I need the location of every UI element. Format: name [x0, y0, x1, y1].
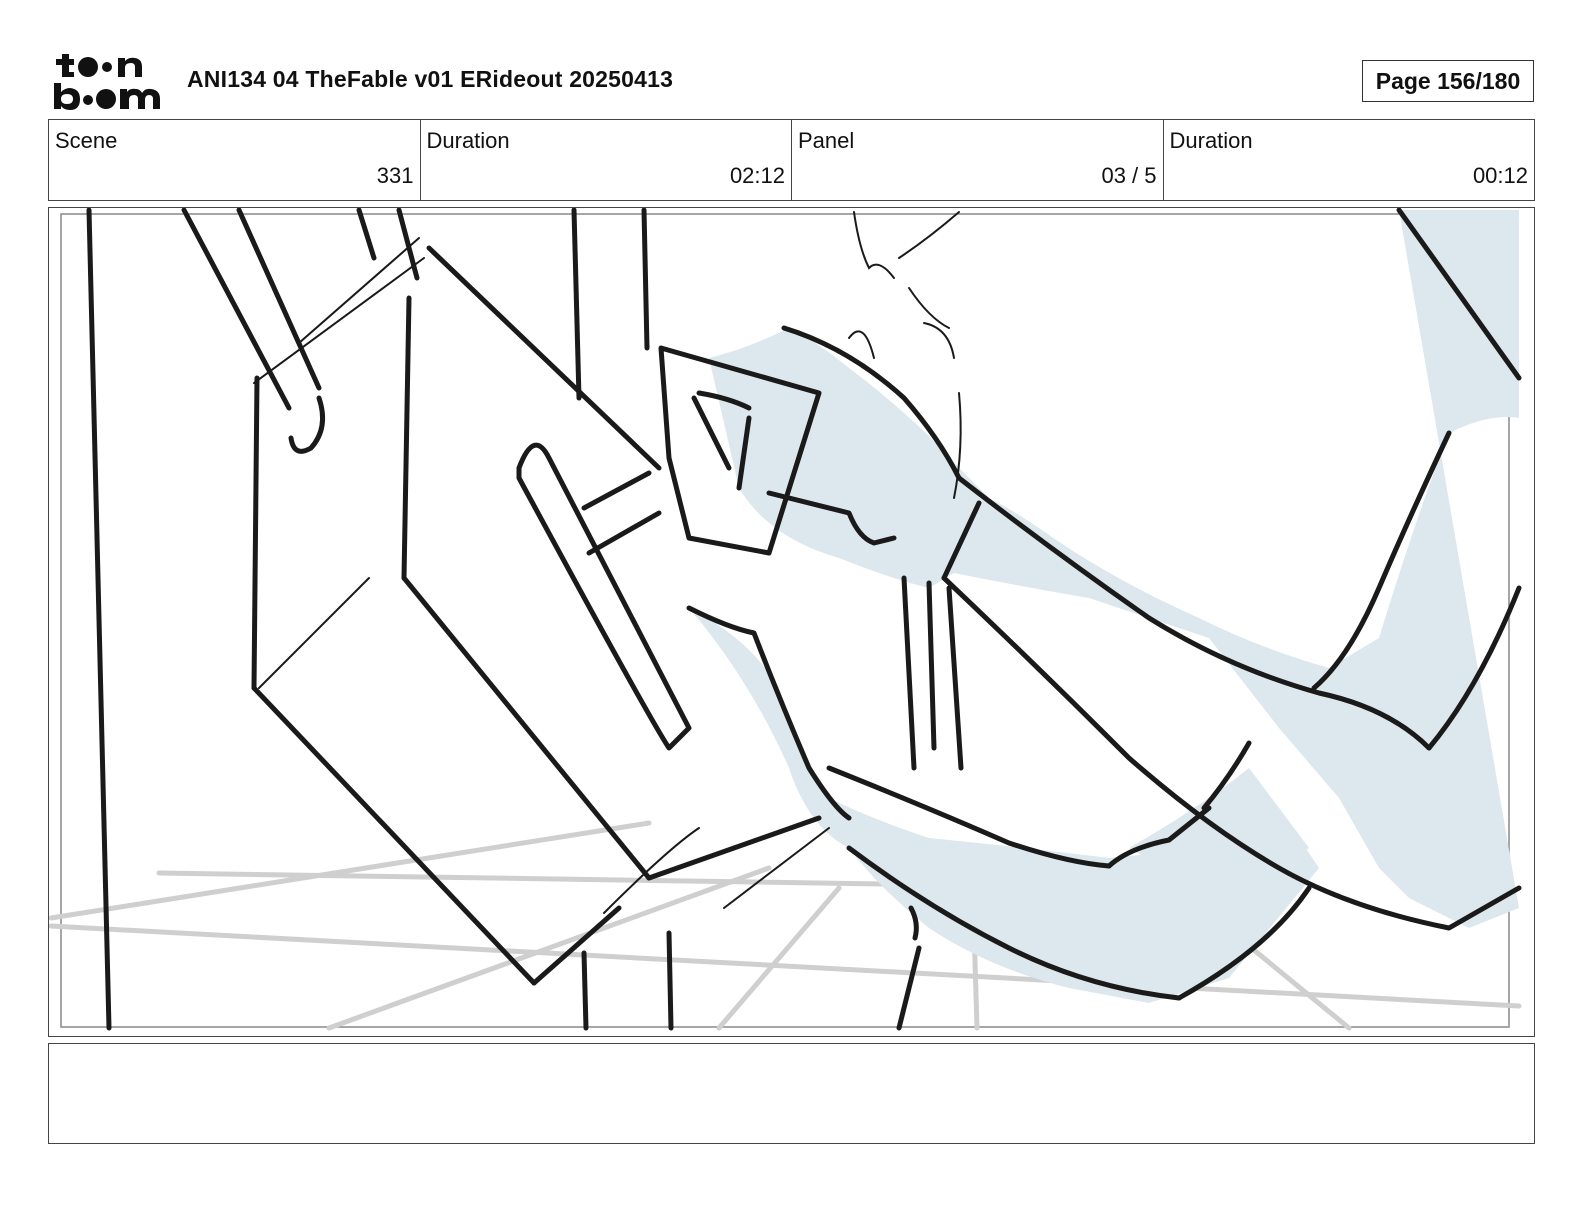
- scene-info-table: Scene 331 Duration 02:12 Panel 03 / 5 Du…: [48, 119, 1535, 201]
- scene-duration-value: 02:12: [729, 163, 785, 188]
- panel-duration-value: 00:12: [1472, 163, 1528, 188]
- document-title: ANI134 04 TheFable v01 ERideout 20250413: [187, 66, 674, 92]
- scene-cell: Scene 331: [49, 120, 421, 200]
- scene-duration-label: Duration: [426, 128, 510, 153]
- scene-label: Scene: [55, 128, 118, 153]
- scene-value: 331: [376, 163, 414, 188]
- panel-cell: Panel 03 / 5: [792, 120, 1164, 200]
- panel-value: 03 / 5: [1101, 163, 1157, 188]
- toonboom-logo-icon: [54, 54, 160, 110]
- panel-duration-cell: Duration 00:12: [1164, 120, 1535, 200]
- panel-notes-box: [48, 1043, 1535, 1144]
- page-indicator: Page 156/180: [1362, 60, 1534, 102]
- panel-label: Panel: [798, 128, 855, 153]
- scene-duration-cell: Duration 02:12: [421, 120, 792, 200]
- panel-duration-label: Duration: [1169, 128, 1253, 153]
- storyboard-panel: [48, 207, 1535, 1037]
- storyboard-sketch-image: [49, 208, 1522, 1031]
